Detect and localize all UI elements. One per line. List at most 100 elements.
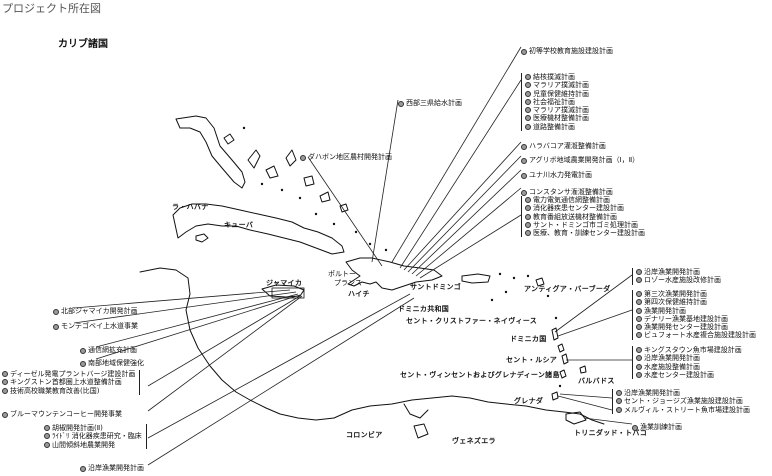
project-marker-icon [44, 425, 50, 431]
label-barbados: バルバドス [578, 377, 615, 385]
project-marker-icon [525, 98, 531, 105]
list-item: 電力電気通信網整備計画 [525, 196, 645, 204]
bahamas-5 [303, 175, 315, 187]
project-marker-icon [53, 308, 59, 315]
project-marker-icon [636, 355, 642, 362]
project-group-trinidad-highlands: 胡椒開発計画(Ⅱ) ﾗｲﾄﾞﾘ 消化器疾患研究・臨床 山間傾斜地農業開発 [44, 424, 147, 449]
list-item: 社会福祉計画 [525, 98, 589, 106]
list-item: サント・ドミンゴ市ゴミ処理計画 [525, 221, 645, 229]
list-item: 技術高校職業教育改善(比国) [2, 387, 135, 395]
project-coastal-fishery: 沿岸漁業開発計画 [80, 460, 144, 476]
list-item: セント・ジョージズ漁業施設建設計画 [616, 397, 750, 405]
label-dominica: ドミニカ国 [510, 335, 547, 343]
lake-maracaibo [413, 423, 429, 439]
project-marker-icon [525, 205, 531, 212]
project-marker-icon [636, 332, 642, 339]
list-item: 山間傾斜地農業開発 [44, 441, 142, 449]
label-port-au-prince-1: ポルトー [328, 270, 356, 278]
label-grenada: グレナダ [514, 397, 544, 405]
label-venezuela: ヴェネズエラ [452, 437, 496, 445]
project-marker-icon [636, 347, 642, 353]
label-st-vincent: セント・ヴィンセントおよびグレナディーン諸島 [400, 371, 560, 379]
project-montego-water: モンテゴベイ上水道事業 [53, 318, 138, 334]
list-item: 結核撲滅計画 [525, 73, 589, 81]
page-title: プロジェクト所在図 [2, 2, 101, 15]
list-item: キングストン首都圏上水道整備計画 [2, 378, 135, 386]
project-group-hispaniola: 結核撲滅計画 マラリア撲滅計画 児童保健維持計画 社会福祉計画 マラリア撲滅計画… [521, 73, 589, 132]
bahamas-6 [319, 191, 331, 203]
florida-coast [175, 115, 246, 189]
project-western-water: 西部三県給水計画 [398, 95, 462, 111]
project-marker-icon [80, 360, 86, 367]
list-item: 第四次保健維持計画 [636, 298, 756, 306]
project-group-grenada: 沿岸漁業開発計画 セント・ジョージズ漁業施設建設計画 メルヴィル・ストリート魚市… [612, 389, 750, 414]
project-marker-icon [636, 299, 642, 306]
list-item: マラリア撲滅計画 [525, 81, 589, 89]
project-marker-icon [525, 230, 531, 237]
jamaica-highlight [271, 287, 305, 299]
project-marker-icon [300, 154, 306, 161]
project-marker-icon [2, 379, 8, 386]
list-item: 消化器疾患センター建設計画 [525, 204, 645, 212]
list-item: 漁業開発計画 [636, 307, 756, 315]
project-marker-icon [525, 115, 531, 122]
project-group-jamaica: ディーゼル発電プラントバージ建設計画 キングストン首都圏上水道整備計画 技術高校… [2, 370, 141, 395]
list-item: ﾗｲﾄﾞﾘ 消化器疾患研究・臨床 [44, 432, 142, 440]
label-havana: ラ・ハバナ [172, 203, 209, 211]
trinidad-island [565, 411, 587, 425]
region-title: カリブ諸国 [58, 39, 108, 50]
hispaniola-island [345, 257, 443, 291]
project-marker-icon [525, 107, 531, 114]
isle-of-youth [195, 233, 209, 243]
stlucia-isle [561, 353, 569, 365]
puerto-rico [461, 273, 491, 284]
martinique-isle [557, 343, 565, 353]
gulf-venezuela [403, 403, 429, 419]
dominica-isle [551, 327, 559, 341]
project-dom-primary-school: 初等学校教育施設建設計画 [521, 43, 613, 59]
bahamas-4 [285, 149, 297, 167]
central-america-coast [139, 267, 335, 421]
project-marker-icon [2, 387, 8, 394]
project-marker-icon [44, 441, 50, 448]
project-north-jamaica: 北部ジャマイカ開発計画 [53, 303, 138, 319]
list-item: 胡椒開発計画(Ⅱ) [44, 424, 142, 432]
project-marker-icon [636, 277, 642, 284]
project-marker-icon [2, 411, 8, 418]
label-st-kitts: セント・クリストファー・ネイヴィース [406, 317, 538, 325]
project-telecom: 通信網拡充計画 [80, 342, 137, 358]
jamaica-island [261, 284, 305, 298]
project-group-santo-domingo: 電力電気通信網整備計画 消化器疾患センター建設計画 教育番組放送機材整備計画 サ… [521, 196, 645, 238]
project-marker-icon [636, 291, 642, 297]
list-item: 水産施設整備計画 [636, 363, 742, 371]
stvincent-isle [559, 369, 567, 379]
project-constanza: コンスタンサ潅漑整備計画 [521, 184, 613, 200]
list-item: 教育番組放送機材整備計画 [525, 213, 645, 221]
list-item: キングスタウン魚市場建設計画 [636, 346, 742, 354]
list-item: 医療機材整備計画 [525, 114, 589, 122]
project-marker-icon [616, 390, 622, 396]
south-america-coast [333, 395, 605, 425]
list-item: ロゾー水産施設改修計画 [636, 276, 721, 284]
barbados-isle [579, 365, 587, 374]
list-item: 沿岸漁業開発計画 [636, 268, 721, 276]
list-item: 第三次漁業開発計画 [636, 290, 756, 298]
project-marker-icon [616, 398, 622, 405]
antigua-isle [535, 277, 545, 287]
project-marker-icon [44, 433, 50, 440]
project-marker-icon [525, 82, 531, 89]
list-item: マラリア撲滅計画 [525, 106, 589, 114]
bahamas-1 [223, 133, 235, 145]
project-group-dominica: 第三次漁業開発計画 第四次保健維持計画 漁業開発計画 デナリー漁業基地建設計画 … [632, 290, 756, 340]
project-marker-icon [525, 90, 531, 97]
list-item: メルヴィル・ストリート魚市場建設計画 [616, 406, 750, 414]
project-group-antigua: 沿岸漁業開発計画 ロゾー水産施設改修計画 [632, 268, 721, 285]
list-item: 児童保健維持計画 [525, 90, 589, 98]
list-item: 水産センター建設計画 [636, 371, 742, 379]
list-item: デナリー漁業基地建設計画 [636, 315, 756, 323]
label-st-lucia: セント・ルシア [506, 356, 558, 364]
project-marker-icon [525, 213, 531, 220]
project-group-st-lucia: キングスタウン魚市場建設計画 沿岸漁業開発計画 水産施設整備計画 水産センター建… [632, 346, 742, 380]
list-item: 沿岸漁業開発計画 [636, 354, 742, 362]
project-marker-icon [525, 221, 531, 228]
